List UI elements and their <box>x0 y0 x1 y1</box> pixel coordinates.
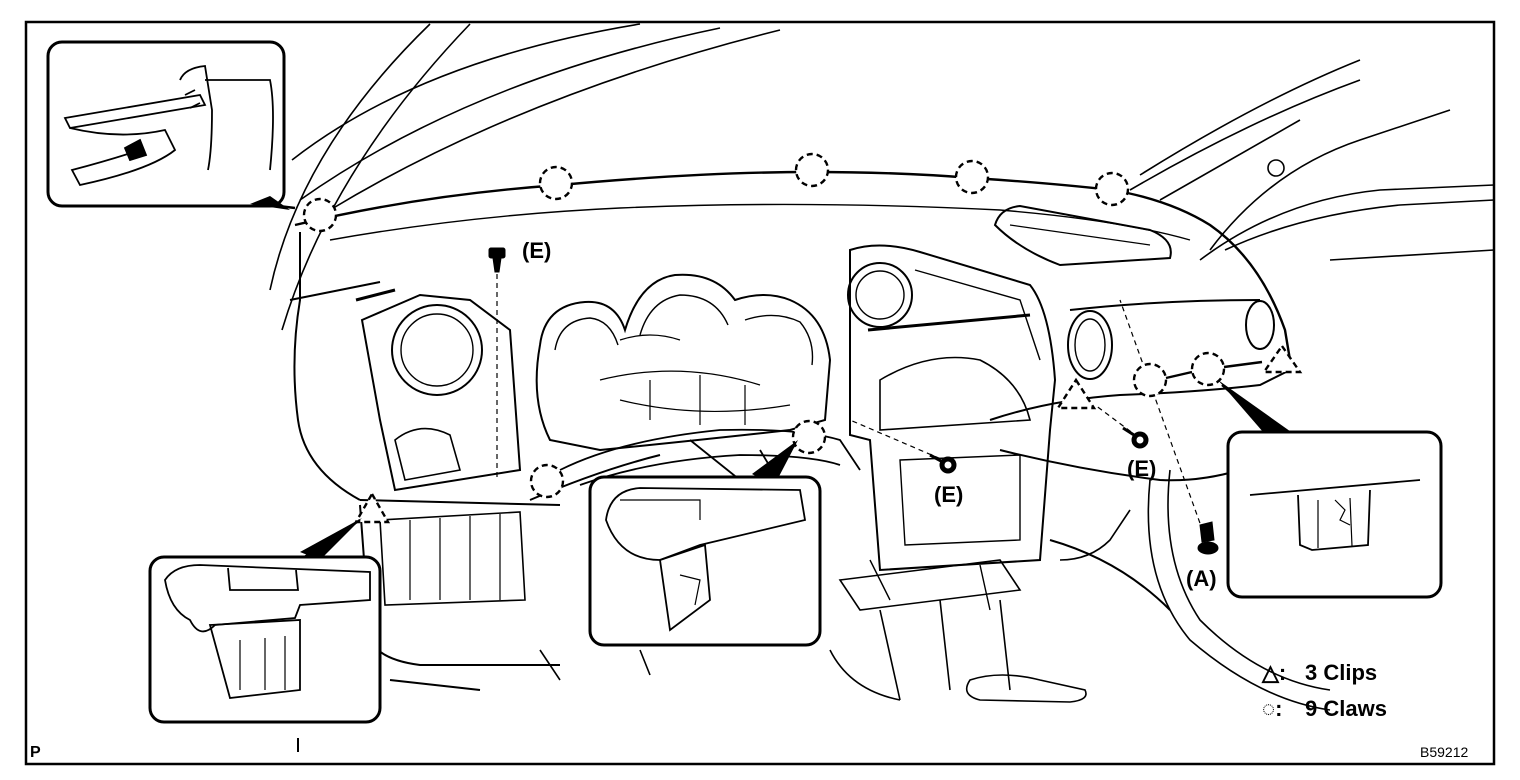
windshield-lines <box>269 23 1451 331</box>
corner-label-p: P <box>30 744 41 761</box>
detail-callout-bottom-left <box>148 518 382 724</box>
claw-marker <box>1094 171 1130 207</box>
fastener-label-a: (A) <box>1186 566 1217 591</box>
claw-marker <box>529 463 565 499</box>
claw-marker <box>791 419 827 455</box>
clip-marker <box>353 491 391 524</box>
screw-icon <box>488 247 506 273</box>
clip-markers <box>353 343 1303 524</box>
detail-callout-center <box>588 440 822 647</box>
figure-code: B59212 <box>1420 744 1468 760</box>
center-stack-opening <box>847 244 1057 611</box>
legend: △: 3 Clips ◌: 9 Claws <box>1261 660 1387 721</box>
claw-marker <box>1190 351 1226 387</box>
fastener-dashed-lines <box>496 265 1207 541</box>
claw-marker <box>1132 362 1168 398</box>
claw-marker <box>954 159 990 195</box>
fastener-label-e: (E) <box>522 238 551 263</box>
legend-claws-symbol: ◌: <box>1262 696 1282 721</box>
left-vent-housing <box>355 288 522 492</box>
clip-marker <box>1055 377 1097 410</box>
gauge-cluster-opening <box>535 273 832 452</box>
dashboard-top-edge <box>294 170 1292 361</box>
figure-frame <box>24 20 1496 766</box>
legend-clips-symbol: △: <box>1261 660 1286 685</box>
bolt-icon <box>1197 521 1219 555</box>
door-panel <box>1147 159 1495 711</box>
lower-console <box>539 509 1131 703</box>
fastener-label-e: (E) <box>1127 456 1156 481</box>
legend-claws-text: 9 Claws <box>1305 696 1387 721</box>
claw-marker <box>538 165 574 201</box>
screw-icon <box>929 453 957 474</box>
claw-marker <box>794 152 830 188</box>
screw-icon <box>1122 426 1149 449</box>
claw-marker <box>302 197 338 233</box>
claw-markers <box>302 152 1226 499</box>
dashboard-body <box>289 232 1291 691</box>
detail-callout-right <box>1218 380 1443 599</box>
detail-callout-top-left <box>46 40 296 210</box>
right-dash-area <box>993 204 1275 380</box>
fastener-label-e: (E) <box>934 482 963 507</box>
legend-clips-text: 3 Clips <box>1305 660 1377 685</box>
claw-connector <box>1165 360 1263 380</box>
clip-marker <box>1261 343 1303 374</box>
